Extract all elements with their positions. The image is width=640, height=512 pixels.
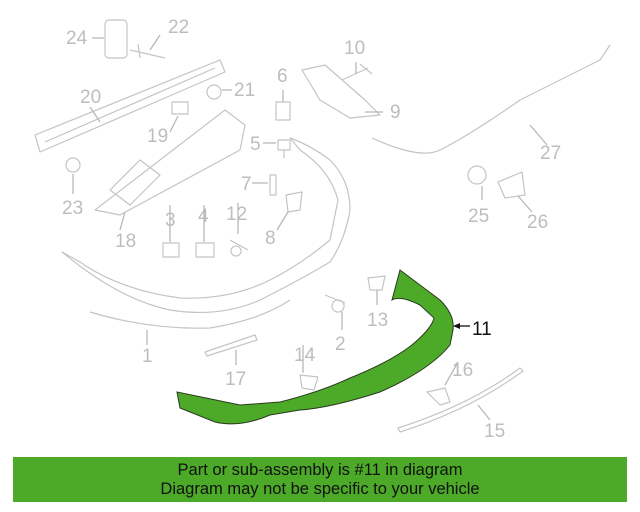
callout-18[interactable]: 18: [115, 231, 136, 252]
callout-10[interactable]: 10: [344, 38, 365, 59]
part-27-harness[interactable]: [371, 44, 611, 154]
part-11-lower-valance[interactable]: [176, 269, 454, 425]
part-12[interactable]: [229, 239, 249, 257]
callout-21[interactable]: 21: [234, 80, 255, 101]
callout-8[interactable]: 8: [265, 228, 276, 249]
part-23[interactable]: [65, 157, 81, 173]
parts-diagram: 1 2 3 4 5 6 7 8 9 10 11 12 13 14 15 16 1…: [34, 17, 611, 442]
part-15[interactable]: [397, 367, 524, 433]
part-16[interactable]: [426, 387, 451, 406]
part-absorber[interactable]: [94, 109, 246, 216]
callout-2[interactable]: 2: [335, 334, 346, 355]
callout-9[interactable]: 9: [390, 102, 401, 123]
callout-23[interactable]: 23: [62, 198, 83, 219]
callout-15[interactable]: 15: [484, 421, 505, 442]
part-bumper-cover[interactable]: [61, 137, 351, 314]
part-22[interactable]: [129, 43, 166, 59]
part-26[interactable]: [497, 171, 526, 199]
part-4[interactable]: [195, 242, 215, 258]
part-21[interactable]: [206, 84, 222, 100]
callout-5[interactable]: 5: [250, 134, 261, 155]
callout-24[interactable]: 24: [66, 28, 88, 49]
part-17[interactable]: [204, 334, 258, 357]
callout-20[interactable]: 20: [80, 87, 101, 108]
callout-6[interactable]: 6: [277, 66, 288, 87]
part-25[interactable]: [467, 165, 487, 185]
part-24[interactable]: [104, 19, 128, 59]
callout-1[interactable]: 1: [142, 346, 153, 367]
part-info-banner: Part or sub-assembly is #11 in diagram D…: [13, 457, 627, 502]
part-13[interactable]: [367, 275, 386, 291]
part-3[interactable]: [162, 242, 180, 258]
callout-26[interactable]: 26: [527, 212, 548, 233]
callout-12[interactable]: 12: [226, 204, 247, 225]
banner-disclaimer-line: Diagram may not be specific to your vehi…: [160, 480, 480, 498]
part-9[interactable]: [301, 64, 381, 119]
part-8[interactable]: [285, 191, 303, 213]
callout-25[interactable]: 25: [468, 206, 489, 227]
part-19[interactable]: [171, 101, 189, 115]
callout-19[interactable]: 19: [147, 126, 168, 147]
part-5[interactable]: [277, 139, 291, 158]
callout-22[interactable]: 22: [168, 17, 189, 38]
callout-27[interactable]: 27: [540, 143, 561, 164]
banner-part-line: Part or sub-assembly is #11 in diagram: [177, 461, 463, 479]
callout-13[interactable]: 13: [367, 310, 388, 331]
part-7[interactable]: [269, 174, 277, 196]
part-6[interactable]: [275, 101, 291, 121]
part-14[interactable]: [299, 374, 319, 391]
callout-14[interactable]: 14: [294, 345, 316, 366]
part-reinforcement[interactable]: [34, 59, 226, 153]
part-2[interactable]: [324, 294, 346, 313]
callout-11[interactable]: 11: [472, 319, 492, 340]
callout-17[interactable]: 17: [225, 369, 246, 390]
part-10[interactable]: [341, 63, 373, 81]
callout-7[interactable]: 7: [241, 174, 252, 195]
callout-16[interactable]: 16: [452, 360, 473, 381]
